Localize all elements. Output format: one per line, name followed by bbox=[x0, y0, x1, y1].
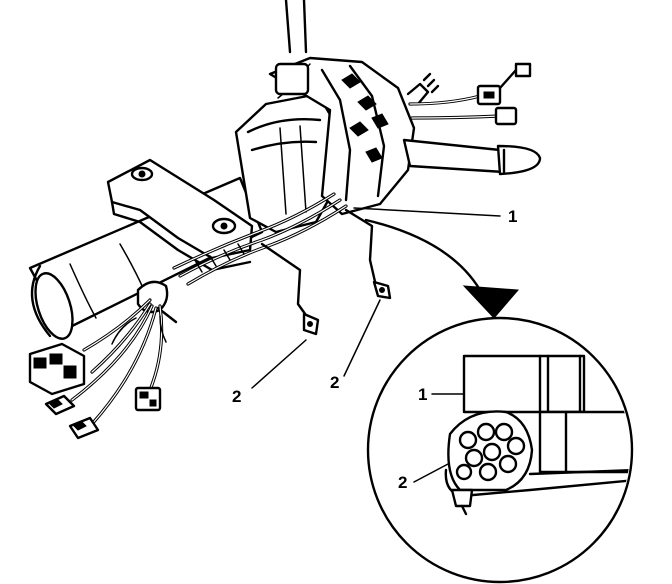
wiring-harness bbox=[70, 192, 348, 426]
callout-2-detail: 2 bbox=[398, 473, 407, 492]
callout-2-left: 2 bbox=[232, 387, 241, 406]
tie-strap-left bbox=[260, 242, 320, 336]
turn-signal-lever bbox=[402, 138, 542, 176]
detail-arrow bbox=[364, 218, 520, 319]
connector-square bbox=[134, 386, 162, 412]
leader-line-2-detail bbox=[413, 463, 449, 483]
connector-two-pin-lower bbox=[68, 416, 100, 440]
callout-1-detail: 1 bbox=[418, 385, 427, 404]
leader-line-1-main bbox=[353, 207, 501, 217]
switch-housing bbox=[234, 56, 440, 234]
wire-bundle bbox=[455, 422, 526, 482]
connector-multi-pin bbox=[28, 342, 86, 396]
leader-lines bbox=[251, 207, 501, 389]
connector-two-pin-upper bbox=[44, 394, 76, 416]
tie-strap-right bbox=[344, 208, 392, 300]
callout-1-main: 1 bbox=[508, 207, 517, 226]
detail-view bbox=[366, 316, 634, 584]
upper-connectors bbox=[408, 62, 532, 126]
callout-2-right: 2 bbox=[330, 373, 339, 392]
leader-line-2-right bbox=[343, 299, 381, 377]
harness-connectors bbox=[28, 342, 162, 440]
leader-line-2-left bbox=[251, 339, 307, 389]
